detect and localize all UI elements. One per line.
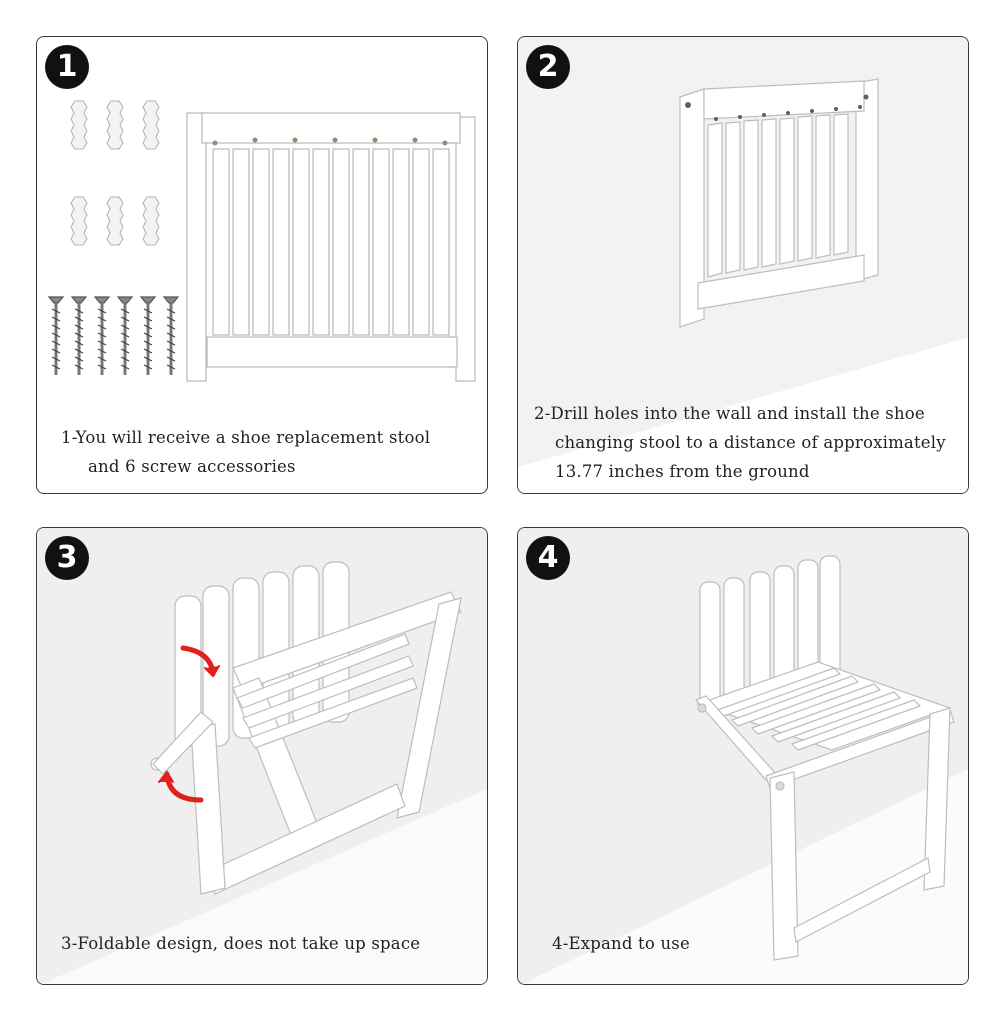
folding-stool-illustration [150, 561, 462, 895]
folded-stool-front-view [186, 112, 476, 382]
wall-anchor-icon [70, 100, 88, 150]
caption-line: 3-Foldable design, does not take up spac… [61, 934, 421, 953]
step-4-panel: 4 4-Expand to use [517, 527, 969, 985]
wall-anchor-icon [106, 196, 124, 246]
wall-anchor-icon [142, 196, 160, 246]
step-number-badge: 1 [45, 45, 89, 89]
step-2-panel: 2 2-Drill holes into the wall and instal… [517, 36, 969, 494]
caption-line: and 6 screw accessories [88, 457, 296, 476]
wall-anchor-icons [70, 100, 160, 246]
caption-line: 13.77 inches from the ground [555, 462, 810, 481]
step-3-caption: 3-Foldable design, does not take up spac… [61, 934, 420, 953]
wall-mounted-folded-stool-illustration [679, 78, 879, 328]
step-4-caption: 4-Expand to use [552, 934, 690, 953]
caption-line: 1-You will receive a shoe replacement st… [61, 428, 431, 447]
step-number-badge: 4 [526, 536, 570, 580]
screw-icon [70, 296, 88, 375]
wall-background [518, 528, 968, 984]
screw-icons [47, 296, 180, 375]
rotate-arrow-icon [158, 770, 204, 803]
screw-icon [139, 296, 157, 375]
screw-icon [162, 296, 180, 375]
stool-kit-illustration [47, 100, 476, 382]
wall-anchor-icon [70, 196, 88, 246]
rotate-arrow-icon [180, 645, 220, 678]
step-number-badge: 2 [526, 45, 570, 89]
step-2-caption: 2-Drill holes into the wall and install … [534, 399, 946, 486]
screw-icon [93, 296, 111, 375]
caption-line: changing stool to a distance of approxim… [555, 433, 946, 452]
caption-line: 4-Expand to use [552, 934, 690, 953]
step-1-panel: 1 [36, 36, 488, 494]
step-number-badge: 3 [45, 536, 89, 580]
wall-anchor-icon [142, 100, 160, 150]
wall-anchor-icon [106, 100, 124, 150]
caption-line: 2-Drill holes into the wall and install … [534, 404, 925, 423]
screw-icon [47, 296, 65, 375]
step-3-panel: 3 3-Foldable desi [36, 527, 488, 985]
step-1-caption: 1-You will receive a shoe replacement st… [61, 423, 430, 481]
screw-icon [116, 296, 134, 375]
expanded-stool-illustration [694, 555, 955, 961]
